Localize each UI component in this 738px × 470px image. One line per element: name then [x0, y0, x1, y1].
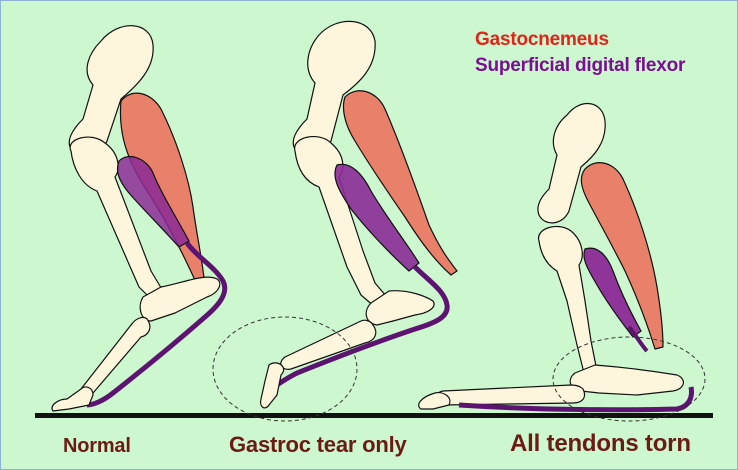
caption-gastroc-tear: Gastroc tear only [229, 432, 407, 458]
ground-line [35, 413, 713, 418]
limb-normal [52, 26, 225, 411]
legend-gastrocnemius: Gastocnemeus [475, 29, 609, 51]
cannon-all [570, 365, 683, 395]
caption-normal: Normal [63, 435, 131, 458]
metatarsal-all [436, 385, 585, 405]
toe-all [419, 393, 450, 409]
limb-all-torn [419, 104, 705, 421]
metatarsal-normal [81, 317, 150, 396]
sdf-tendon-normal [87, 243, 225, 405]
limb-gastroc-tear [213, 21, 457, 421]
toe-normal [52, 387, 93, 411]
legend-superficial-digital-flexor: Superficial digital flexor [475, 55, 685, 77]
caption-all-tendons-torn: All tendons torn [510, 430, 691, 458]
